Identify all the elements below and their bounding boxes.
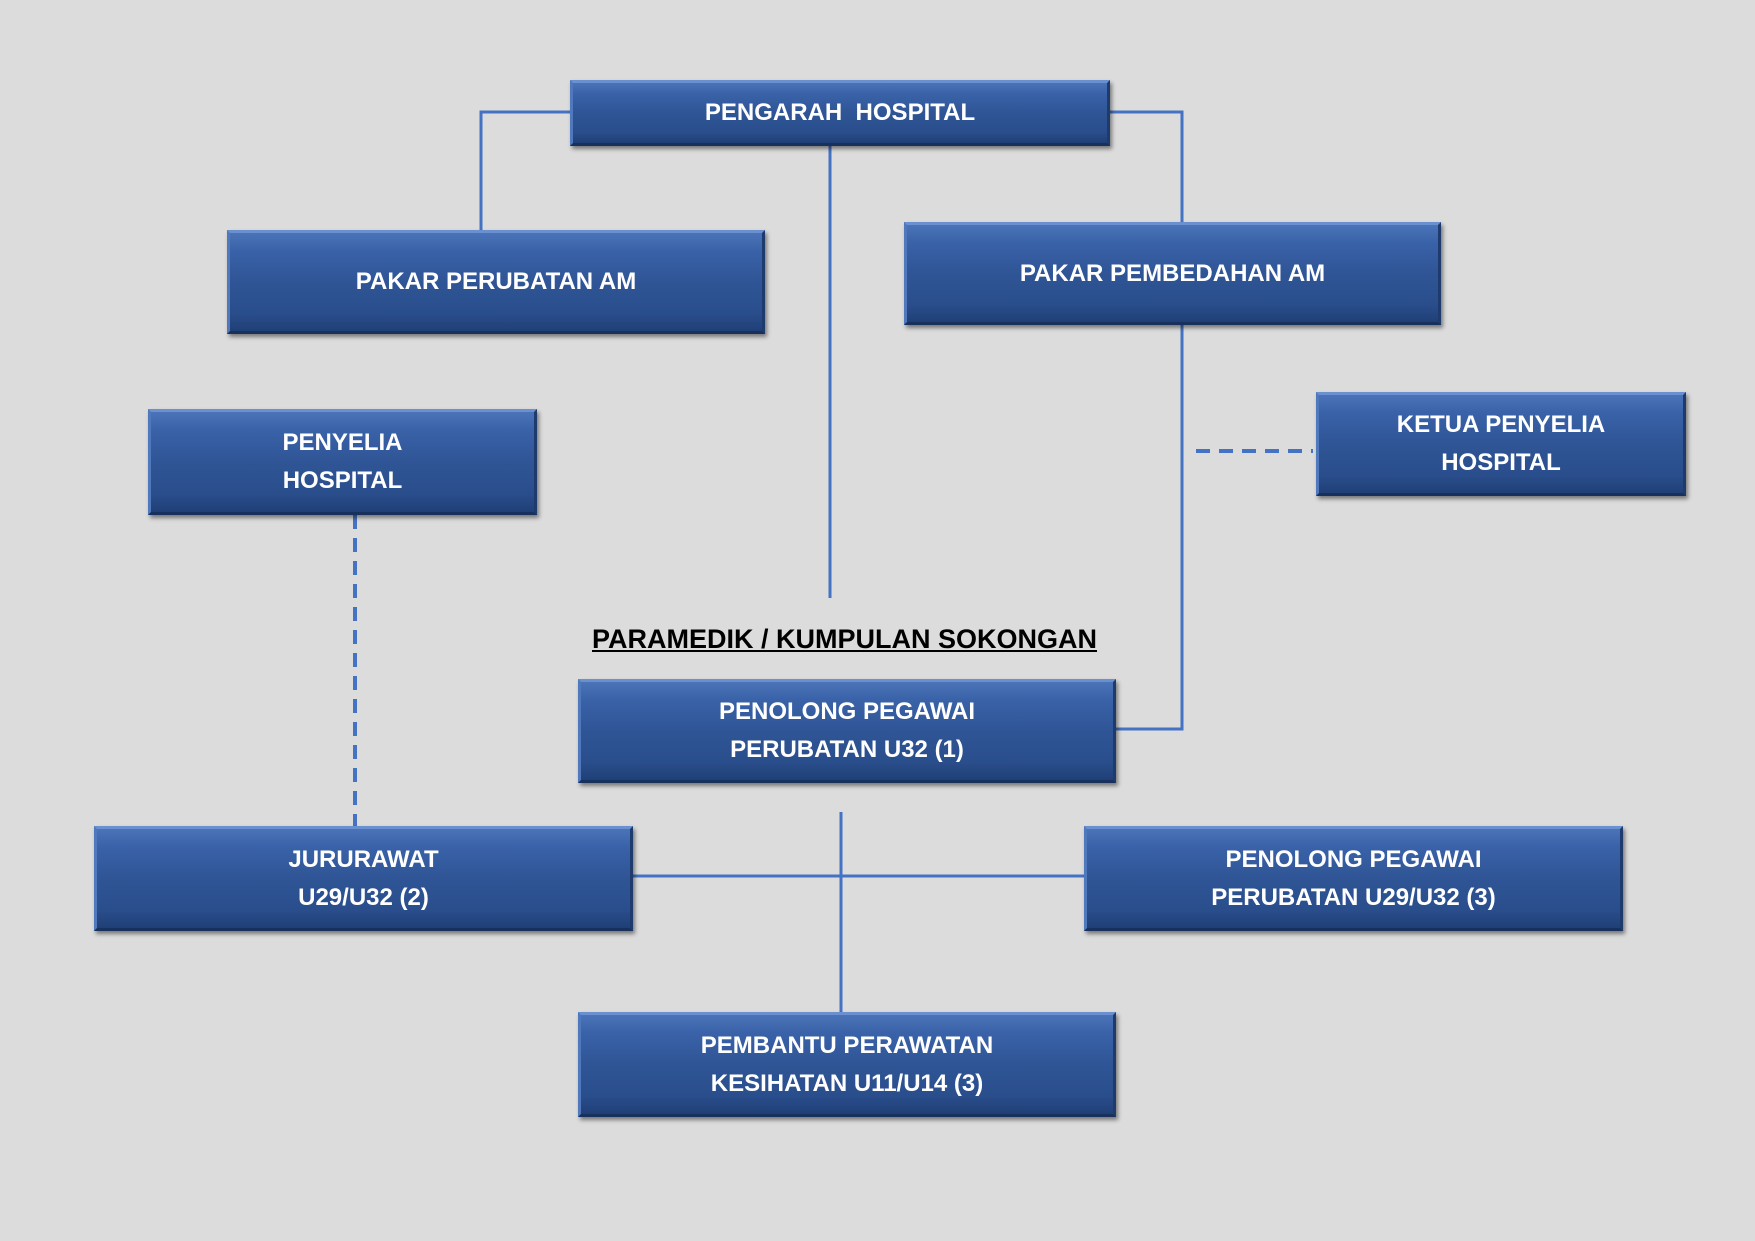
- box-pengarah-hospital: PENGARAH HOSPITAL: [570, 80, 1110, 146]
- box-jururawat-line-2: U29/U32 (2): [298, 883, 429, 911]
- box-pakar-pembedahan-am-line-1: PAKAR PEMBEDAHAN AM: [1019, 259, 1326, 287]
- box-penyelia-hospital: PENYELIA HOSPITAL: [148, 409, 537, 515]
- section-heading-paramedik: PARAMEDIK / KUMPULAN SOKONGAN: [592, 624, 1097, 654]
- box-penolong-pegawai-u29-u32: PENOLONG PEGAWAI PERUBATAN U29/U32 (3): [1084, 826, 1623, 931]
- box-pakar-perubatan-am: PAKAR PERUBATAN AM: [227, 230, 765, 334]
- connector-pengarah-pakar-perubatan: [479, 110, 570, 230]
- box-pembantu-perawatan: PEMBANTU PERAWATAN KESIHATAN U11/U14 (3): [578, 1012, 1116, 1117]
- box-pengarah-hospital-line-1: PENGARAH HOSPITAL: [704, 99, 976, 126]
- box-pembantu-perawatan-line-1: PEMBANTU PERAWATAN: [700, 1031, 994, 1059]
- box-ketua-penyelia-hospital-line-1: KETUA PENYELIA: [1396, 411, 1606, 438]
- box-pakar-pembedahan-am: PAKAR PEMBEDAHAN AM: [904, 222, 1441, 325]
- box-penolong-pegawai-u32-line-1: PENOLONG PEGAWAI: [718, 698, 976, 725]
- connector-pembedahan-penolong-u32: [1116, 325, 1184, 731]
- box-jururawat-line-1: JURURAWAT: [288, 845, 439, 873]
- box-penolong-pegawai-u29-u32-line-1: PENOLONG PEGAWAI: [1225, 845, 1482, 873]
- box-jururawat: JURURAWAT U29/U32 (2): [94, 826, 633, 931]
- box-penolong-pegawai-u29-u32-line-2: PERUBATAN U29/U32 (3): [1211, 883, 1496, 911]
- box-penolong-pegawai-u32-line-2: PERUBATAN U32 (1): [730, 736, 964, 763]
- box-penolong-pegawai-u32: PENOLONG PEGAWAI PERUBATAN U32 (1): [578, 679, 1116, 783]
- box-ketua-penyelia-hospital: KETUA PENYELIA HOSPITAL: [1316, 392, 1686, 496]
- box-pembantu-perawatan-line-2: KESIHATAN U11/U14 (3): [710, 1069, 984, 1097]
- box-pakar-perubatan-am-line-1: PAKAR PERUBATAN AM: [355, 268, 637, 295]
- connector-pengarah-pakar-pembedahan: [1110, 110, 1184, 222]
- box-penyelia-hospital-line-2: HOSPITAL: [282, 467, 403, 494]
- box-ketua-penyelia-hospital-line-2: HOSPITAL: [1441, 449, 1561, 476]
- box-penyelia-hospital-line-1: PENYELIA: [282, 429, 403, 456]
